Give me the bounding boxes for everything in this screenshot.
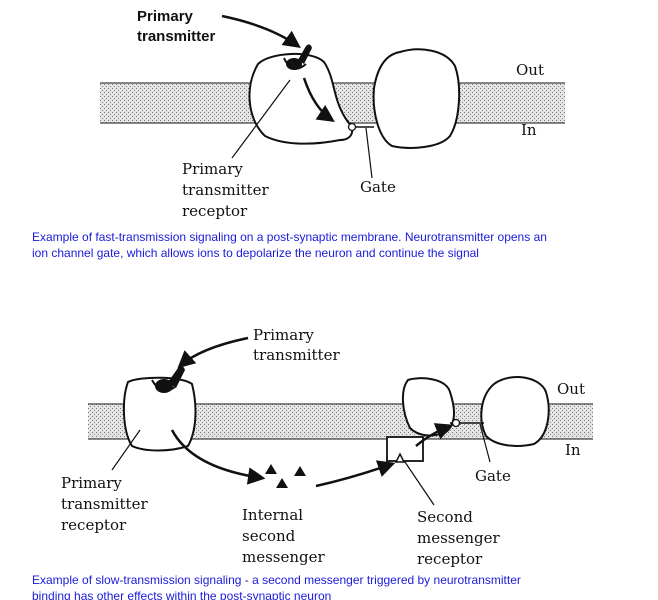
messenger-triangle [294,466,306,476]
slow-channel-protein-right [480,376,550,447]
slow-in-label: In [565,441,581,459]
fast-receptor-label: Primary transmitter receptor [182,160,273,220]
slow-messenger-arrow [315,460,396,488]
slow-gate-arrow [415,423,454,447]
fast-receptor-leader [231,79,291,159]
slow-transmitter-arrow [177,336,249,369]
fast-gate-knob [347,122,357,132]
fast-in-label: In [521,121,537,139]
fast-panel: Primary transmitter Primary transmitter … [100,8,565,220]
fast-transmitter-arrow [221,14,301,49]
slow-messenger-receptor-leader [404,461,435,506]
messenger-triangle [265,464,277,474]
messenger-triangle [276,478,288,488]
slow-panel: Primary transmitter Primary transmitter … [61,326,593,568]
fast-gate-label: Gate [360,178,396,196]
internal-messenger-label: Internal second messenger [242,506,326,566]
fast-gate-leader [365,127,373,179]
fast-out-label: Out [516,61,544,79]
slow-gate-label: Gate [475,467,511,485]
messenger-receptor-label: Second messenger receptor [417,508,504,568]
fast-signal-arrow [302,77,335,122]
slow-out-label: Out [557,380,585,398]
slow-transmission-caption: Example of slow-transmission signaling -… [32,573,521,600]
fast-transmitter-label: Primary transmitter [137,8,216,45]
slow-receptor-label: Primary transmitter receptor [61,474,152,534]
slow-gate-leader [479,423,491,463]
fast-transmitter-molecule [286,44,312,70]
second-messenger-receptor-box [386,436,424,462]
slow-receptor-leader [111,429,141,471]
slow-transmitter-molecule [155,366,185,393]
internal-second-messenger-molecules [265,464,306,488]
fast-transmission-caption: Example of fast-transmission signaling o… [32,230,547,260]
slow-gate-knob [451,418,461,428]
second-messenger-receptor-site [394,452,406,463]
slow-transmitter-label: Primary transmitter [253,326,340,364]
fast-channel-protein [372,48,461,149]
slow-release-arrow [170,429,266,485]
